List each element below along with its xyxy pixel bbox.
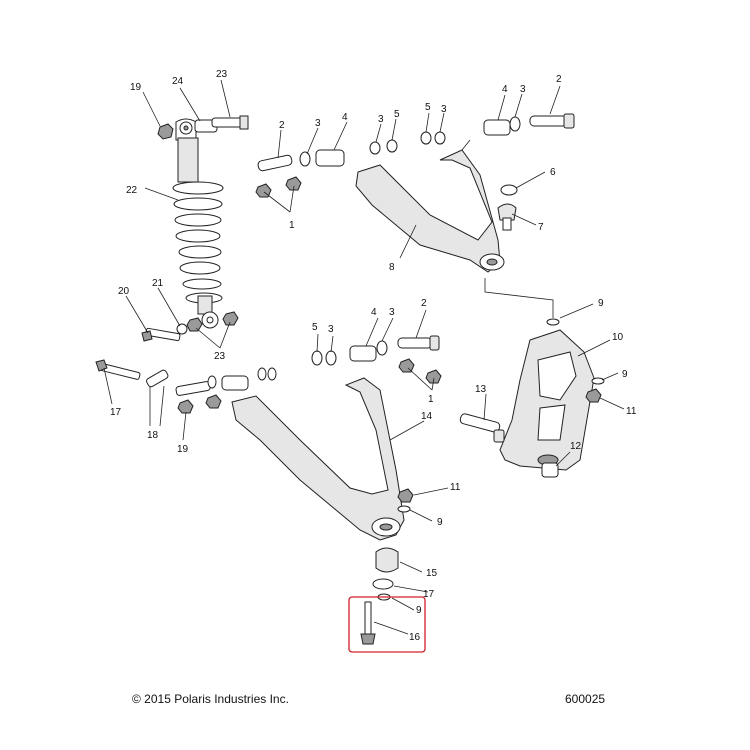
callout-15: 15 [426,568,438,579]
callout-19: 17 [110,407,122,418]
callout-labels: 19 24 23 22 20 21 23 2 3 4 1 3 5 5 3 4 3… [110,69,637,643]
callout-4-upper-right: 4 [502,84,508,95]
callout-2-upper-left: 2 [279,120,285,131]
callout-10: 10 [612,332,624,343]
callout-9-lower: 9 [437,517,443,528]
callout-3-far-right: 3 [520,84,526,95]
callout-14: 14 [421,411,433,422]
lower-joint-hardware [372,488,414,601]
callout-8: 8 [389,262,395,273]
callout-3-upper-right: 3 [441,104,447,115]
upper-hardware [255,113,575,198]
callout-21: 20 [118,286,130,297]
shock-absorber [172,118,224,329]
knuckle-washers [546,318,605,403]
callout-23: 23 [214,351,226,362]
callout-4-upper-left: 4 [342,112,348,123]
bolts-18 [146,367,277,409]
callout-3-lower-left: 3 [328,324,334,335]
washer-22 [176,323,188,335]
callout-4-lower: 4 [371,307,377,318]
callout-22: 21 [152,278,164,289]
callout-26: 24 [172,76,184,87]
callout-5-upper-mid: 5 [394,109,400,120]
callout-24: 22 [126,185,138,196]
callout-3-upper-mid: 3 [378,114,384,125]
bolt-25 [211,115,249,130]
coil-spring [172,181,224,304]
callout-20-top: 19 [130,82,142,93]
highlight-box-16 [348,596,426,653]
nut-20-top [157,123,174,140]
nut-20-lower [177,399,194,414]
snap-ring-6 [500,184,518,196]
lower-a-arm [231,377,405,541]
callout-20-lower: 19 [177,444,189,455]
copyright-text: © 2015 Polaris Industries Inc. [132,692,289,706]
callout-1-upper: 1 [289,220,295,231]
lower-hardware [311,335,442,384]
callout-16: 16 [409,632,421,643]
upper-a-arm [355,149,505,273]
callout-17: 17 [423,589,435,600]
callout-25: 23 [216,69,228,80]
callout-9-knuckle-top: 9 [598,298,604,309]
callout-9-knuckle: 9 [622,369,628,380]
drawing-number: 600025 [565,692,606,706]
callout-1-lower: 1 [428,394,434,405]
pin-13 [459,413,505,443]
callout-5-upper-right: 5 [425,102,431,113]
callout-5-lower: 5 [312,322,318,333]
ball-joint-7 [497,203,517,231]
bolt-21 [141,327,181,342]
callout-6: 6 [550,167,556,178]
highlight-frame [348,596,426,653]
callout-3-upper-left: 3 [315,118,321,129]
callout-12: 12 [570,441,582,452]
callout-13: 13 [475,384,487,395]
bolt-19 [95,359,141,380]
callout-11-lower: 11 [450,482,461,493]
nuts-23 [186,311,239,332]
callout-2-upper-right: 2 [556,74,562,85]
callout-9-bottom: 9 [416,605,422,616]
callout-11-knuckle: 11 [626,406,637,417]
callout-18: 18 [147,430,159,441]
bushing-12 [541,462,559,478]
leader-lines [103,79,625,635]
callout-2-lower: 2 [421,298,427,309]
callout-7: 7 [538,222,544,233]
callout-3-lower: 3 [389,307,395,318]
